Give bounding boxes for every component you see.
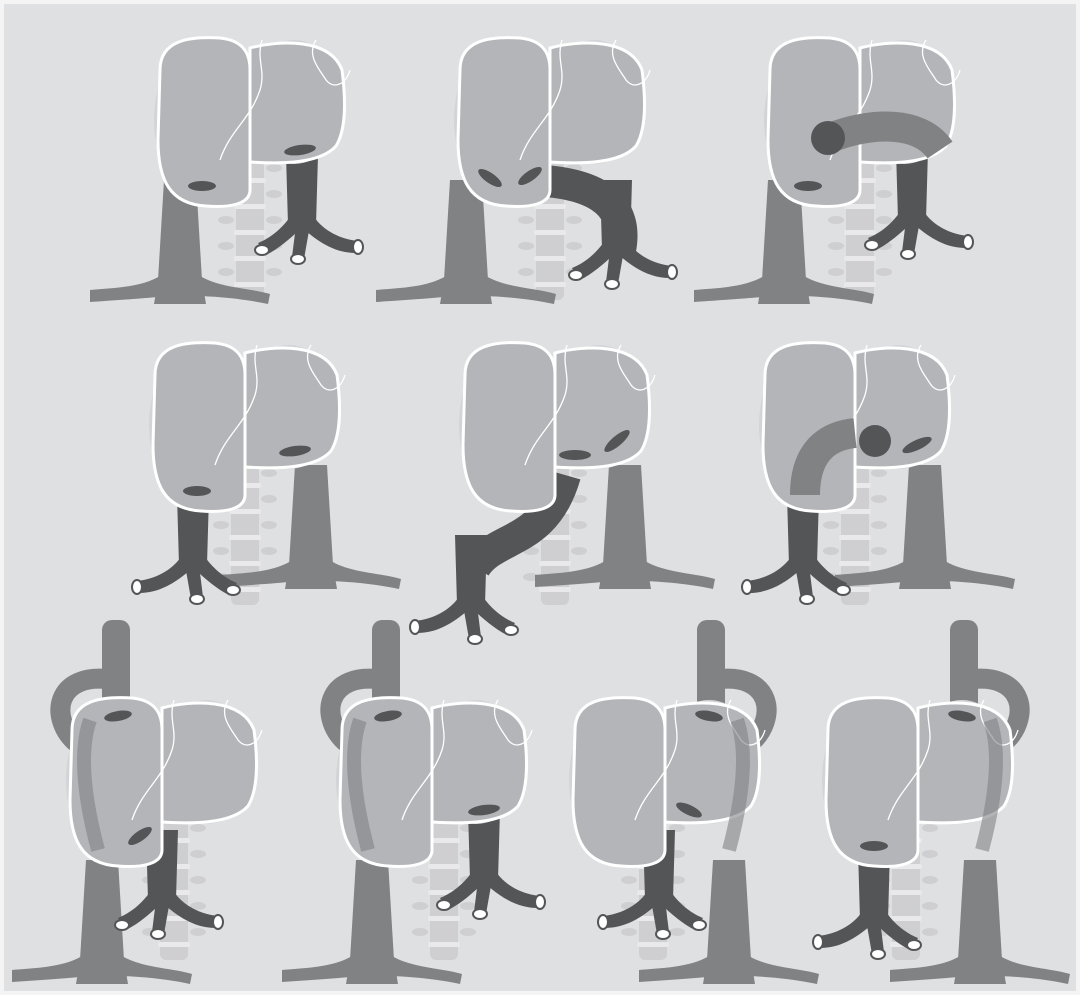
vessel-dot [811, 121, 845, 155]
vessel-dot [859, 425, 891, 457]
